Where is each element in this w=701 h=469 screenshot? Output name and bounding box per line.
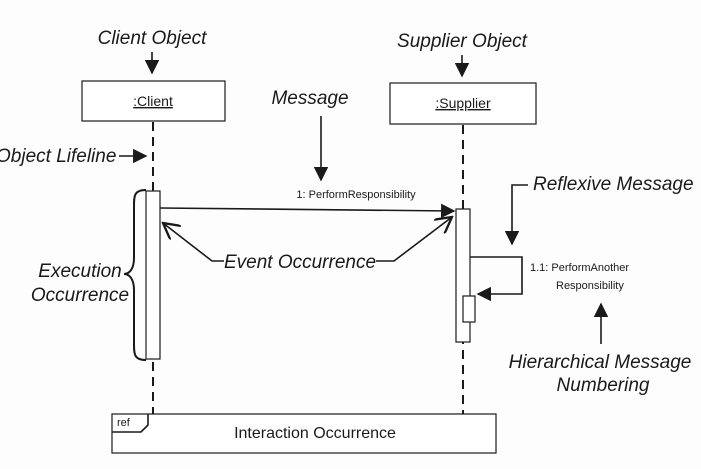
- nested-execution-bar: [462, 295, 476, 323]
- event-occurrence-arrow-right: [376, 217, 452, 262]
- client-object-label: Client Object: [98, 28, 207, 49]
- message-1-arrow: [159, 203, 456, 219]
- interaction-occurrence-frame: [111, 413, 497, 454]
- supplier-object-box: [389, 82, 537, 125]
- reflexive-message-label: Reflexive Message: [533, 174, 694, 195]
- supplier-object-name: :Supplier: [435, 95, 491, 111]
- interaction-occurrence-title: Interaction Occurrence: [234, 425, 396, 442]
- message-1-1-text-line1: 1.1: PerformAnother: [530, 262, 629, 274]
- client-object-box: [81, 80, 226, 122]
- client-object-name: :Client: [133, 93, 173, 109]
- client-execution-bar: [145, 190, 161, 360]
- execution-occurrence-label-line2: Occurrence: [31, 285, 129, 306]
- event-occurrence-label: Event Occurrence: [224, 252, 376, 273]
- message-1-1-text-line2: Responsibility: [556, 280, 624, 292]
- event-occurrence-arrow-left: [163, 223, 224, 262]
- message-label: Message: [271, 88, 348, 109]
- reflexive-message-pointer: [504, 184, 528, 246]
- ref-tag-label: ref: [117, 417, 131, 429]
- object-lifeline-label: Object Lifeline: [0, 146, 116, 167]
- execution-occurrence-brace: [123, 189, 147, 361]
- ref-tag-pentagon: [112, 414, 149, 433]
- execution-occurrence-label-line1: Execution: [38, 261, 121, 282]
- hierarchical-numbering-label-line2: Numbering: [557, 375, 650, 396]
- reflexive-message-arrow: [470, 256, 523, 302]
- message-1-text: 1: PerformResponsibility: [296, 189, 416, 201]
- hierarchical-numbering-label-line1: Hierarchical Message: [509, 352, 692, 373]
- supplier-object-label: Supplier Object: [397, 31, 528, 52]
